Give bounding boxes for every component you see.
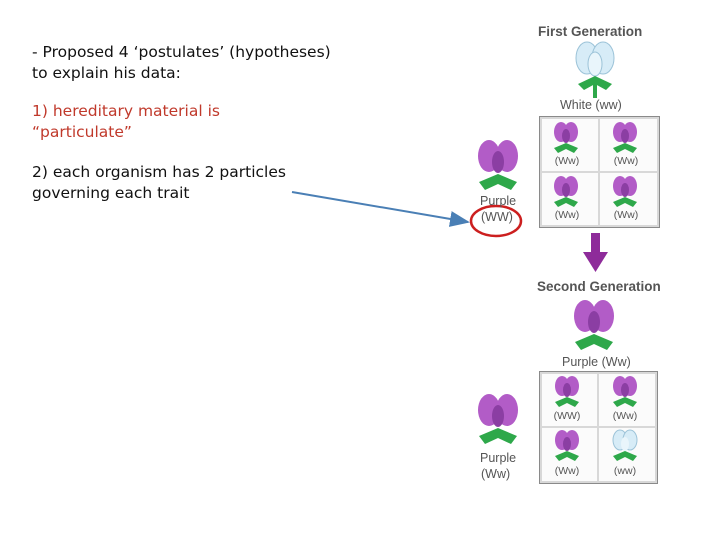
purple-flower-icon [478,140,518,190]
purple-flower-icon [478,394,518,444]
purple-parent-genotype: (WW) [481,210,513,224]
white-flower-icon [612,429,638,461]
purple-flower-icon [613,122,637,153]
highlight-circle [469,204,523,238]
f2-cell-genotype: (ww) [613,465,637,477]
f1-cell-genotype: (Ww) [613,155,639,167]
purple-flower-icon [613,176,637,207]
purple-flower-icon [555,430,579,461]
second-generation-title: Second Generation [537,279,661,294]
left-f1-genotype: (Ww) [481,467,511,481]
f1-cell-genotype: (Ww) [554,209,580,221]
intro-text: - Proposed 4 ‘postulates’ (hypotheses) t… [32,43,331,82]
f1-cell-genotype: (Ww) [613,209,639,221]
f1-punnett-grid [539,116,660,228]
postulate-1: 1) hereditary material is “particulate” [32,102,220,141]
f2-cell-genotype: (Ww) [612,410,638,422]
first-generation-title: First Generation [538,24,643,39]
left-f1-label: Purple [480,451,517,465]
postulate-2: 2) each organism has 2 particles governi… [32,163,286,202]
purple-flower-icon [555,376,579,407]
purple-flower-icon [613,376,637,407]
white-parent-label: White (ww) [560,98,622,112]
f2-cell-genotype: (WW) [553,410,581,422]
purple-flower-icon [574,300,614,350]
f2-cell-genotype: (Ww) [554,465,580,477]
white-flower-icon [575,41,615,98]
f1-cell-genotype: (Ww) [554,155,580,167]
purple-flower-icon [554,176,578,207]
purple-flower-icon [554,122,578,153]
down-arrow-icon [583,233,608,272]
purple-parent-label: Purple [480,194,517,208]
f1-parent-label: Purple (Ww) [562,355,631,369]
